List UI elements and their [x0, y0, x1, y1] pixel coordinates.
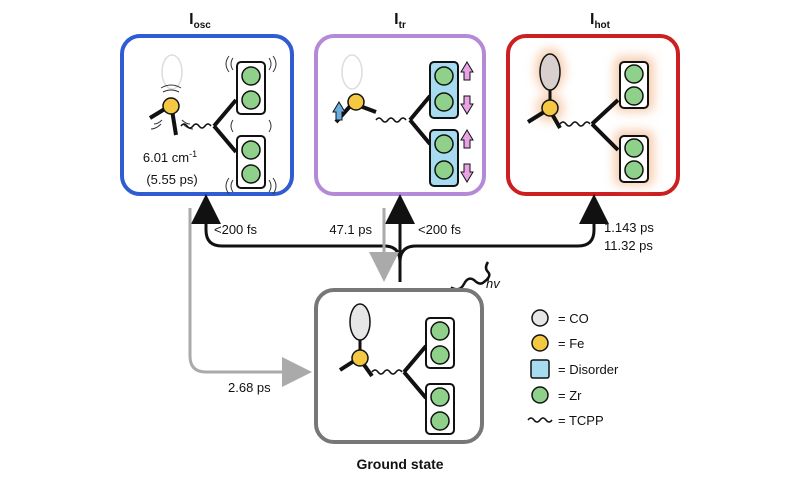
- tcpp-linker: [375, 117, 407, 123]
- fe-atom: [347, 93, 365, 111]
- disorder-arrow-down: [460, 95, 474, 115]
- legend-label-zr: = Zr: [558, 388, 582, 403]
- ground-state-label: Ground state: [356, 456, 443, 472]
- legend: = CO = Fe = Disorder = Zr = TCPP: [527, 309, 619, 428]
- time-osc-decay: 2.68 ps: [228, 380, 271, 395]
- legend-label-tcpp: = TCPP: [558, 413, 604, 428]
- photon-wave: [445, 261, 491, 297]
- arrow-to-osc: [191, 194, 402, 282]
- osc-molecule: [148, 54, 277, 195]
- hot-molecule: [526, 48, 654, 186]
- time-hot-rise-1: 1.143 ps: [604, 220, 654, 235]
- tcpp-linker: [180, 123, 212, 129]
- zr-icon: [531, 386, 549, 404]
- fe-atom: [162, 97, 180, 115]
- arrow-to-hot: [398, 194, 609, 263]
- co-ligand-faded: [341, 54, 363, 90]
- legend-label-disorder: = Disorder: [558, 362, 619, 377]
- tr-molecule: [332, 54, 474, 187]
- photon-label: hv: [486, 276, 501, 291]
- legend-label-fe: = Fe: [558, 336, 584, 351]
- disorder-arrow-down: [460, 163, 474, 183]
- tcpp-icon: [527, 417, 553, 423]
- legend-label-co: = CO: [558, 311, 589, 326]
- state-title-hot: Ihot: [590, 11, 611, 31]
- fe-atom: [351, 349, 369, 367]
- disorder-icon: [530, 359, 550, 379]
- disorder-arrow-up: [332, 101, 346, 121]
- co-ligand: [539, 53, 561, 91]
- arrow-osc-decay: [188, 208, 312, 387]
- state-box-osc: [120, 34, 294, 196]
- state-box-ground: [314, 288, 484, 444]
- ground-molecule: [338, 303, 455, 435]
- state-title-tr: Itr: [394, 11, 406, 31]
- disorder-arrow-up: [460, 61, 474, 81]
- time-osc-rise: <200 fs: [214, 222, 258, 237]
- tcpp-linker: [559, 121, 591, 127]
- time-tr-rise: <200 fs: [418, 222, 462, 237]
- vibration-marks: [225, 55, 277, 195]
- osc-frequency: 6.01 cm-1: [143, 149, 197, 165]
- co-ligand: [349, 303, 371, 341]
- fe-atom: [541, 99, 559, 117]
- fe-icon: [531, 334, 549, 352]
- co-icon: [531, 309, 549, 327]
- tcpp-linker: [371, 369, 403, 375]
- state-title-osc: Iosc: [189, 11, 211, 31]
- co-ligand-faded: [161, 54, 183, 90]
- osc-period: (5.55 ps): [146, 172, 197, 187]
- time-tr-decay: 47.1 ps: [329, 222, 372, 237]
- disorder-arrow-up: [460, 129, 474, 149]
- time-hot-rise-2: 11.32 ps: [604, 238, 653, 253]
